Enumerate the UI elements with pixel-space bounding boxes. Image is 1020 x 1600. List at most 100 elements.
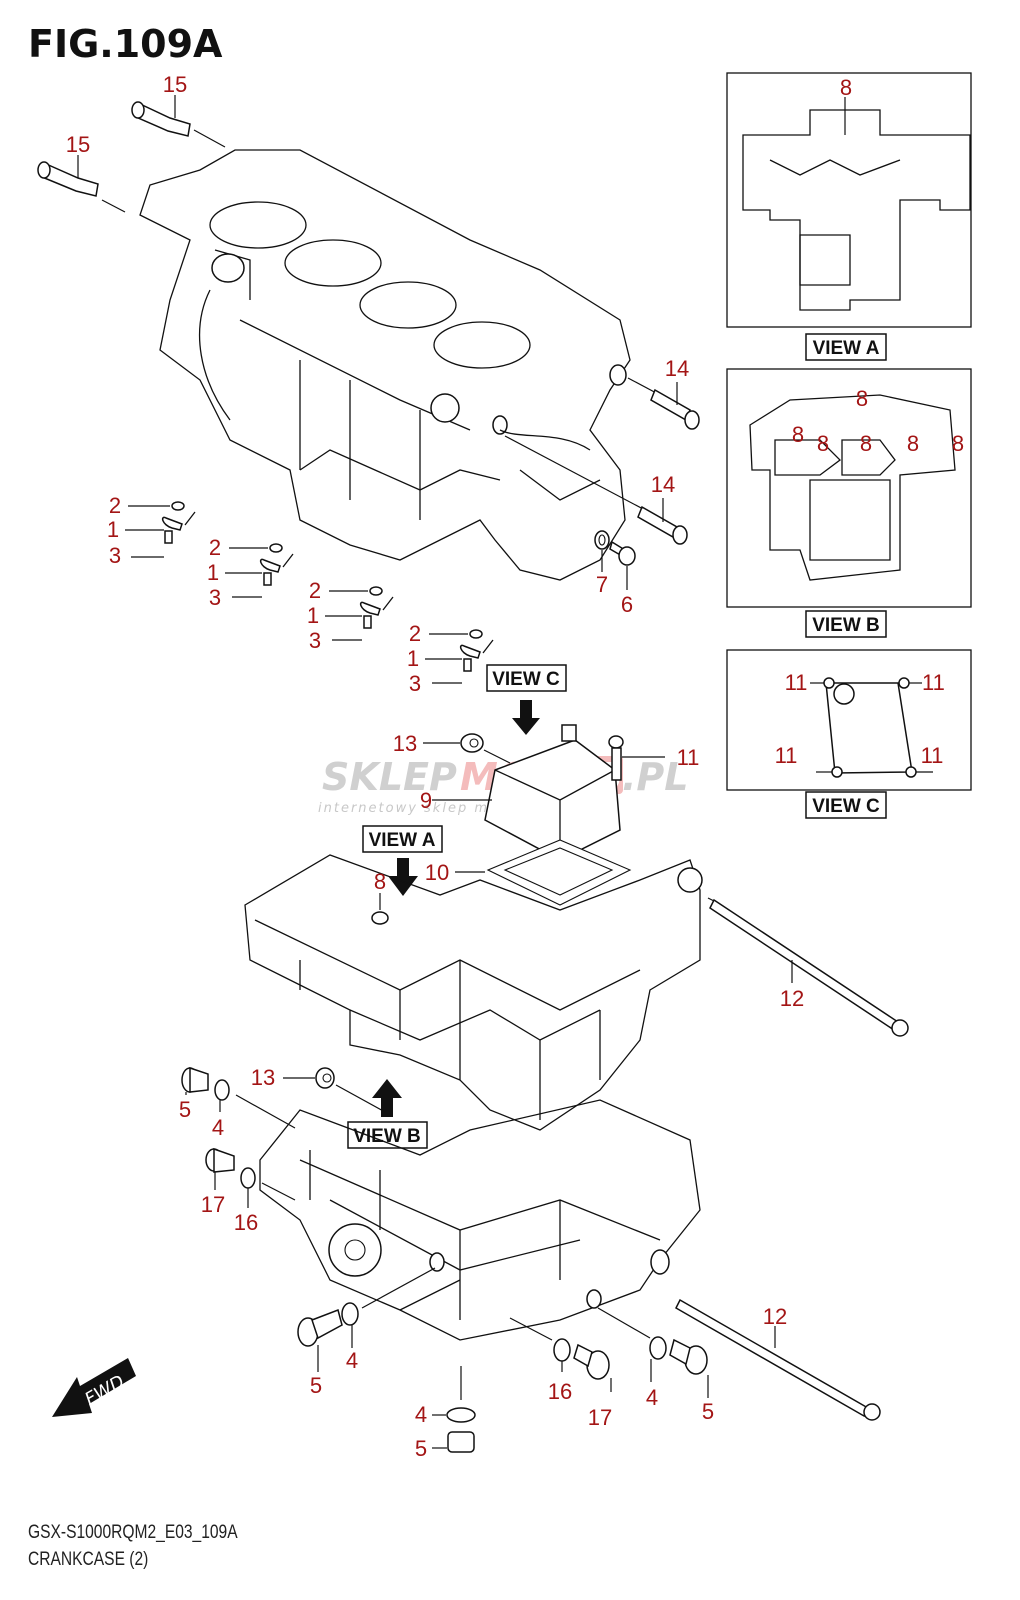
washer-16-bottom bbox=[509, 1317, 571, 1372]
callout-10: 10 bbox=[425, 860, 449, 885]
view-b-callout-8-2: 8 bbox=[856, 386, 868, 411]
callout-6: 6 bbox=[621, 592, 633, 617]
washer-4-drain bbox=[432, 1366, 476, 1423]
o-ring-8 bbox=[371, 893, 389, 925]
view-b-label-box: VIEW B bbox=[805, 610, 887, 638]
arrow-down-icon bbox=[388, 858, 418, 896]
view-b-pointer-label: VIEW B bbox=[353, 1126, 421, 1147]
callout-8: 8 bbox=[374, 869, 386, 894]
plug-5-left bbox=[181, 1066, 209, 1095]
view-b-callout-8-4: 8 bbox=[860, 431, 872, 456]
fwd-arrow-icon: FWD bbox=[52, 1358, 136, 1417]
callout-15: 15 bbox=[66, 132, 90, 157]
callout-3: 3 bbox=[309, 628, 321, 653]
callout-4: 4 bbox=[646, 1385, 658, 1410]
callout-4: 4 bbox=[212, 1115, 224, 1140]
drain-plug-5 bbox=[432, 1431, 475, 1453]
lower-crankcase bbox=[259, 1099, 701, 1341]
callout-14: 14 bbox=[651, 472, 675, 497]
callout-17: 17 bbox=[588, 1405, 612, 1430]
sensor-group-1 bbox=[125, 501, 196, 558]
stud-12-lower bbox=[675, 1298, 881, 1421]
plug-6 bbox=[609, 540, 636, 590]
callout-1: 1 bbox=[407, 646, 419, 671]
washer-4-bottom-right bbox=[597, 1307, 667, 1382]
callout-3: 3 bbox=[409, 671, 421, 696]
callout-2: 2 bbox=[309, 578, 321, 603]
view-b-callout-8-1: 8 bbox=[792, 422, 804, 447]
callout-1: 1 bbox=[107, 517, 119, 542]
callout-4: 4 bbox=[346, 1348, 358, 1373]
sensor-group-2 bbox=[225, 543, 294, 598]
callout-13: 13 bbox=[393, 731, 417, 756]
figure-title: FIG.109A bbox=[28, 22, 223, 66]
plug-17-left bbox=[205, 1147, 235, 1190]
nut-13-upper bbox=[423, 733, 511, 764]
callout-12: 12 bbox=[763, 1304, 787, 1329]
washer-4-bottom-left bbox=[341, 1267, 436, 1348]
view-b-pointer: VIEW B bbox=[347, 1079, 428, 1149]
callout-5: 5 bbox=[179, 1097, 191, 1122]
callout-3: 3 bbox=[109, 543, 121, 568]
view-a-callout-8: 8 bbox=[840, 75, 852, 100]
view-c-pointer-label: VIEW C bbox=[492, 669, 560, 690]
gasket-10 bbox=[455, 839, 632, 906]
view-c-panel: 11 11 11 11 bbox=[726, 649, 972, 791]
sensor-group-3 bbox=[325, 586, 394, 641]
view-c-callout-11-bl: 11 bbox=[775, 743, 798, 768]
callout-1: 1 bbox=[307, 603, 319, 628]
callout-12: 12 bbox=[780, 986, 804, 1011]
callouts: 15 15 14 14 7 6 2 1 3 2 1 3 2 1 3 2 1 3 … bbox=[66, 72, 804, 1461]
view-b-callout-8-5: 8 bbox=[907, 431, 919, 456]
view-a-label-box: VIEW A bbox=[805, 333, 887, 361]
arrow-down-icon bbox=[512, 700, 540, 735]
nut-13-lower bbox=[283, 1067, 386, 1113]
callout-16: 16 bbox=[548, 1379, 572, 1404]
plug-17-bottom bbox=[573, 1343, 612, 1392]
view-c-callout-11-br: 11 bbox=[921, 743, 944, 768]
callout-2: 2 bbox=[109, 493, 121, 518]
view-a-pointer-label: VIEW A bbox=[369, 830, 436, 851]
section-name: CRANKCASE (2) bbox=[28, 1549, 149, 1570]
upper-crankcase bbox=[139, 149, 631, 581]
plug-5-bottom-left bbox=[297, 1309, 343, 1372]
plug-5-bottom-right bbox=[669, 1338, 709, 1398]
view-b-callout-8-3: 8 bbox=[817, 431, 829, 456]
washer-7 bbox=[594, 530, 610, 572]
callout-5: 5 bbox=[702, 1399, 714, 1424]
view-c-callout-11-tl: 11 bbox=[785, 670, 808, 695]
view-a-panel: 8 bbox=[726, 72, 972, 328]
view-a-label: VIEW A bbox=[813, 338, 880, 359]
callout-9: 9 bbox=[420, 788, 432, 813]
middle-crankcase bbox=[244, 854, 719, 1131]
view-a-pointer: VIEW A bbox=[362, 825, 443, 896]
view-c-pointer: VIEW C bbox=[486, 664, 567, 735]
bolt-15-upper bbox=[131, 95, 226, 148]
callout-2: 2 bbox=[409, 621, 421, 646]
callout-17: 17 bbox=[201, 1192, 225, 1217]
watermark-brand-sklep: SKLEP bbox=[322, 755, 457, 799]
callout-15: 15 bbox=[163, 72, 187, 97]
view-b-label: VIEW B bbox=[812, 615, 880, 636]
callout-5: 5 bbox=[310, 1373, 322, 1398]
callout-4: 4 bbox=[415, 1402, 427, 1427]
cover-9 bbox=[432, 724, 621, 861]
view-c-label: VIEW C bbox=[812, 796, 880, 817]
callout-14: 14 bbox=[665, 356, 689, 381]
bolt-14-lower bbox=[504, 435, 688, 545]
bolt-14-upper bbox=[627, 377, 700, 430]
callout-2: 2 bbox=[209, 535, 221, 560]
view-b-callout-8-6: 8 bbox=[952, 431, 964, 456]
callout-13: 13 bbox=[251, 1065, 275, 1090]
view-c-callout-11-tr: 11 bbox=[922, 670, 945, 695]
callout-3: 3 bbox=[209, 585, 221, 610]
bolt-11 bbox=[608, 735, 665, 781]
washer-4-left bbox=[214, 1079, 296, 1129]
callout-5: 5 bbox=[415, 1436, 427, 1461]
callout-7: 7 bbox=[596, 572, 608, 597]
model-code: GSX-S1000RQM2_E03_109A bbox=[28, 1522, 238, 1543]
stud-12-upper bbox=[709, 898, 909, 1037]
callout-1: 1 bbox=[207, 560, 219, 585]
bolt-15-lower bbox=[37, 155, 126, 213]
